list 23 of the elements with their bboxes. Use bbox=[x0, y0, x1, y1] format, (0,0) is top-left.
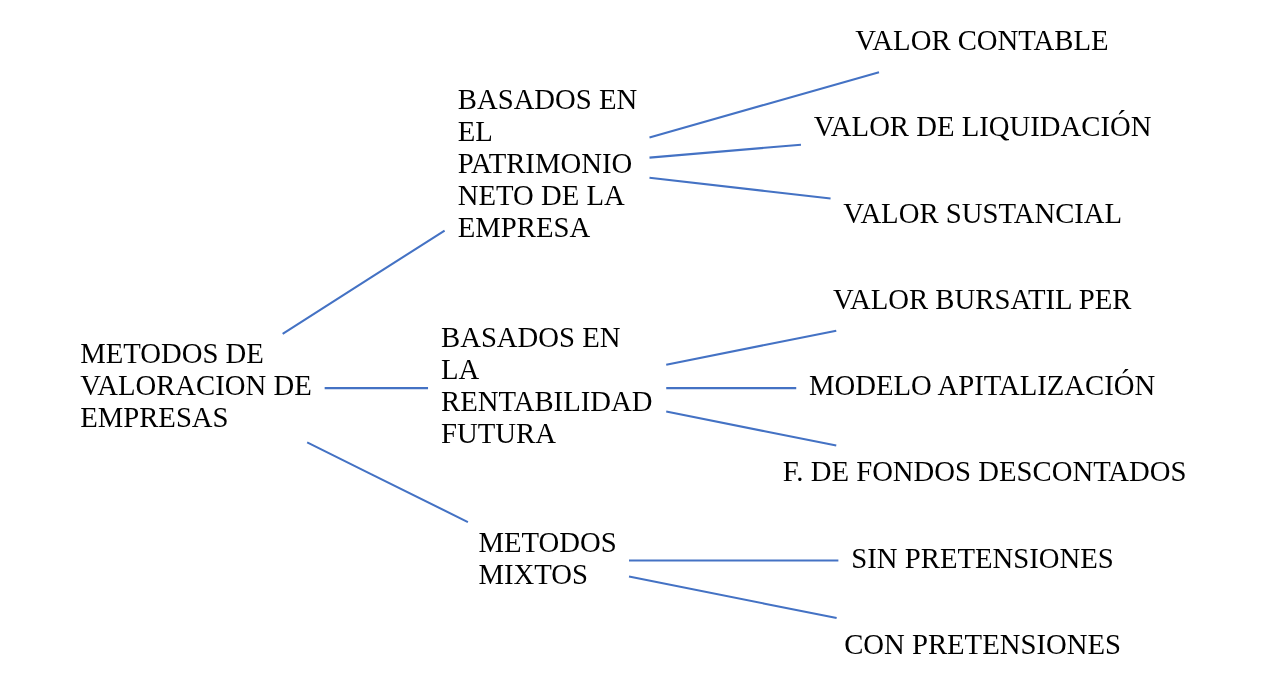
connector bbox=[628, 575, 837, 620]
node-text: VALOR BURSATIL PER bbox=[832, 282, 1131, 315]
node-text: VALOR SUSTANCIAL bbox=[842, 196, 1122, 229]
connector bbox=[281, 229, 445, 335]
node-text: BASADOS EN EL PATRIMONIO NETO DE LA EMPRESA bbox=[457, 83, 637, 244]
connector bbox=[306, 441, 468, 523]
connector bbox=[665, 329, 836, 366]
node-text: BASADOS EN LA RENTABILIDAD FUTURA bbox=[440, 321, 652, 450]
node-text: VALOR DE LIQUIDACIÓN bbox=[813, 110, 1151, 143]
node-text: METODOS MIXTOS bbox=[478, 525, 617, 590]
connector bbox=[648, 176, 831, 200]
node-text: CON PRETENSIONES bbox=[843, 627, 1121, 660]
connector bbox=[665, 410, 836, 447]
connector bbox=[648, 71, 879, 139]
connector bbox=[628, 559, 838, 562]
node-text: METODOS DE VALORACION DE EMPRESAS bbox=[79, 337, 312, 434]
connector bbox=[665, 387, 796, 390]
connector bbox=[324, 387, 428, 390]
connector bbox=[648, 143, 801, 159]
node-text: MODELO APITALIZACIÓN bbox=[808, 369, 1155, 402]
node-text: F. DE FONDOS DESCONTADOS bbox=[782, 455, 1187, 488]
node-text: SIN PRETENSIONES bbox=[850, 541, 1114, 574]
node-text: VALOR CONTABLE bbox=[854, 24, 1109, 57]
